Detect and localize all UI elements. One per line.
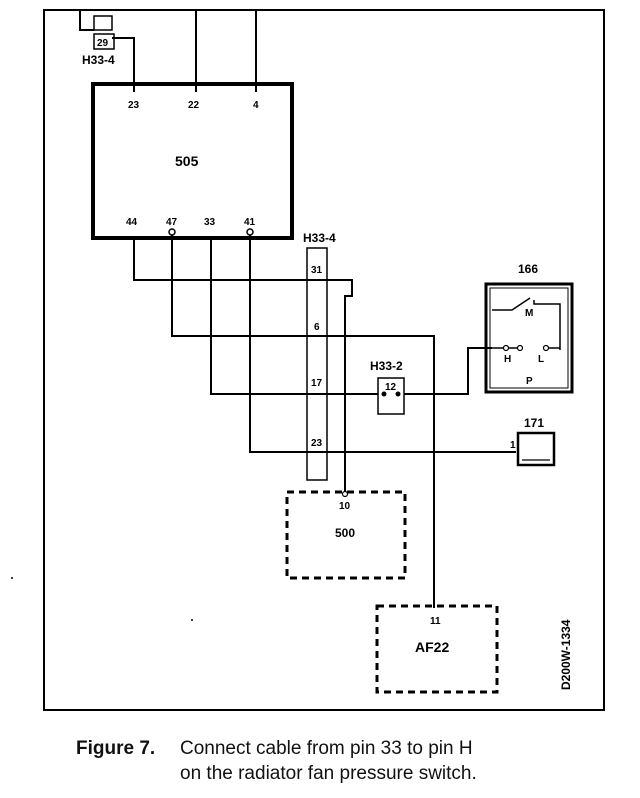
diagram-frame [43, 9, 605, 711]
switch-contact-l: L [538, 354, 544, 365]
top-connector-label: H33-4 [82, 53, 115, 67]
ecu-label: 505 [175, 153, 199, 169]
ecu-pin-41: 41 [244, 217, 256, 228]
main-connector: H33-4 31 6 17 23 [303, 231, 336, 481]
ecu-505: 23 22 4 505 44 47 33 41 [91, 82, 294, 240]
switch-contact-h: H [504, 354, 511, 365]
figure-number: Figure 7. [76, 738, 156, 759]
main-connector-pin-23: 23 [311, 438, 323, 449]
ecu-pin-4: 4 [253, 100, 259, 111]
connector-h33-2-pin: 12 [385, 382, 397, 393]
sensor-pin: 1 [510, 440, 516, 451]
module-af22-pin: 11 [430, 616, 441, 627]
ecu-pin-33: 33 [204, 217, 216, 228]
switch-code: P [526, 376, 533, 387]
sensor-171: 171 1 [510, 416, 556, 467]
module-af22-label: AF22 [415, 639, 449, 655]
connector-h33-2: H33-2 12 [370, 359, 405, 415]
main-connector-label: H33-4 [303, 231, 336, 245]
figure-text-line-2: on the radiator fan pressure switch. [180, 763, 477, 784]
pressure-switch-label: 166 [518, 262, 538, 276]
figure-text-line-1: Connect cable from pin 33 to pin H [180, 738, 473, 759]
switch-contact-m: M [525, 308, 533, 319]
pressure-switch-166: 166 M H L P [484, 262, 574, 394]
top-connector: 29 H33-4 [79, 10, 135, 92]
module-500-pin: 10 [339, 501, 351, 512]
ecu-pin-47: 47 [166, 217, 178, 228]
drawing-code: D200W-1334 [559, 619, 573, 690]
ecu-pin-22: 22 [188, 100, 200, 111]
module-500: 10 500 [285, 490, 407, 580]
ecu-pin-23: 23 [128, 100, 140, 111]
ecu-pin-44: 44 [126, 217, 138, 228]
speck [11, 577, 13, 579]
main-connector-pin-31: 31 [311, 265, 323, 276]
module-500-label: 500 [335, 526, 355, 540]
top-connector-pin: 29 [97, 38, 109, 49]
module-af22: 11 AF22 [375, 604, 499, 694]
speck [191, 619, 193, 621]
main-connector-pin-17: 17 [311, 378, 323, 389]
figure-text: Connect cable from pin 33 to pin H on th… [180, 736, 640, 786]
wires [133, 235, 516, 608]
main-connector-pin-6: 6 [314, 322, 320, 333]
sensor-label: 171 [524, 416, 544, 430]
connector-h33-2-label: H33-2 [370, 359, 403, 373]
